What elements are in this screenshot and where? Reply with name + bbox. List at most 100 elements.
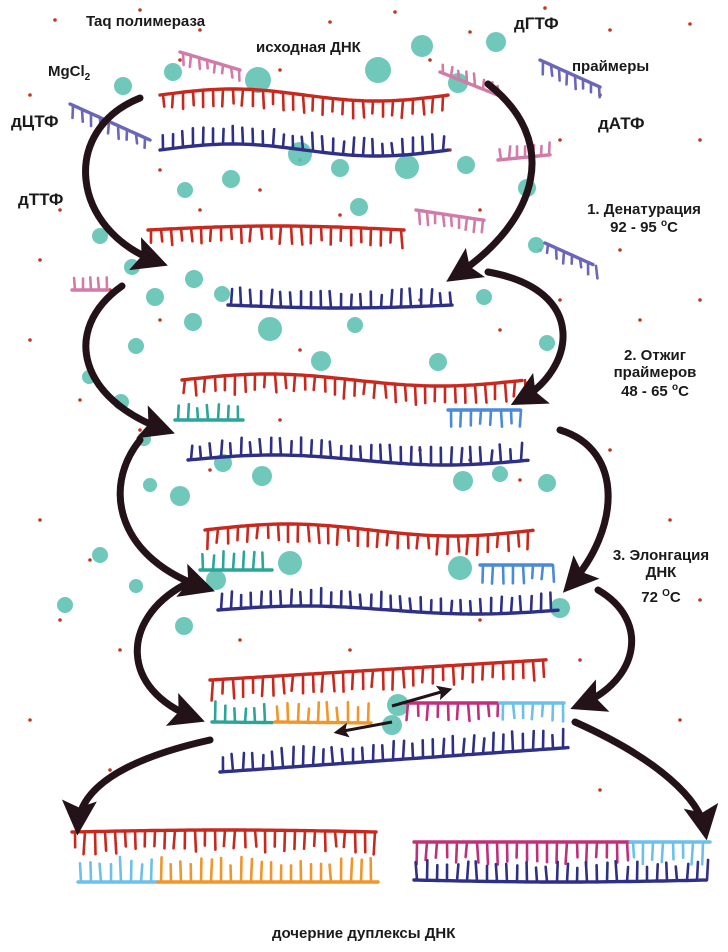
polymerase-blob	[206, 570, 226, 590]
strand-base	[223, 551, 224, 570]
strand-base	[374, 382, 375, 398]
strand-base	[330, 865, 331, 882]
strand-base	[419, 210, 420, 224]
strand-base	[451, 215, 452, 226]
strand-base	[457, 864, 458, 881]
strand-base	[287, 703, 288, 722]
strand-base	[308, 709, 309, 723]
nucleotide-dot	[543, 6, 547, 10]
strand-base	[480, 599, 481, 614]
nucleotide-dot	[38, 518, 42, 522]
strand-base	[616, 861, 617, 881]
strand-base	[520, 410, 521, 427]
polymerase-blob	[331, 159, 349, 177]
strand-base	[527, 531, 528, 549]
strand-base	[322, 97, 323, 114]
dna-strands	[70, 52, 710, 882]
strand-base	[291, 226, 292, 244]
strand-base	[207, 405, 208, 420]
strand-base	[518, 532, 519, 546]
strand-base	[275, 374, 276, 392]
strand-base	[451, 447, 452, 465]
strand-base	[483, 80, 484, 89]
strand-base	[290, 292, 291, 307]
strand-base	[342, 99, 343, 114]
strand-base	[509, 146, 510, 158]
dna-strand	[158, 857, 378, 882]
strand-base	[271, 226, 272, 239]
strand-base	[163, 95, 164, 107]
step3-temperature: 72 OC	[596, 588, 726, 606]
strand-base	[443, 136, 444, 150]
strand-base	[322, 673, 323, 691]
strand-base	[662, 842, 663, 862]
strand-base	[521, 443, 522, 461]
strand-base	[210, 227, 211, 241]
strand-base	[247, 526, 248, 542]
strand-base	[556, 248, 557, 259]
strand-base	[542, 703, 543, 716]
strand-base	[368, 703, 369, 723]
strand-base	[285, 374, 286, 388]
nucleotide-dot	[138, 428, 142, 432]
strand-base	[344, 379, 345, 399]
polymerase-blob	[214, 286, 230, 302]
strand-base	[90, 277, 91, 290]
strand-base	[451, 601, 452, 614]
step2-label: 2. Отжиг праймеров 48 - 65 oC	[600, 347, 710, 400]
strand-base	[233, 679, 234, 699]
strand-base	[511, 598, 512, 613]
nucleotide-dot	[28, 718, 32, 722]
strand-base	[627, 842, 628, 860]
polymerase-blob	[311, 351, 331, 371]
strand-base	[392, 143, 393, 155]
strand-base	[580, 259, 581, 268]
polymerase-blob	[92, 547, 108, 563]
strand-base	[432, 97, 433, 112]
strand-base	[335, 831, 336, 846]
strand-base	[221, 441, 222, 457]
strand-base	[407, 703, 408, 720]
strand-base	[223, 129, 224, 144]
strand-backbone	[212, 722, 272, 723]
strand-base	[350, 592, 351, 608]
primer-blue-extended	[480, 565, 554, 584]
strand-base	[115, 831, 116, 853]
nucleotide-dot	[338, 213, 342, 217]
strand-base	[136, 134, 137, 144]
strand-base	[512, 732, 513, 752]
nucleotide-dot	[558, 298, 562, 302]
denatured-top-strand	[148, 226, 404, 248]
polymerase-blob	[258, 317, 282, 341]
strand-base	[482, 664, 483, 680]
strand-backbone	[545, 243, 593, 265]
strand-base	[195, 830, 196, 851]
strand-base	[301, 226, 302, 244]
strand-base	[460, 410, 461, 426]
cycle-arrow	[580, 590, 632, 705]
nucleotide-dot	[393, 10, 397, 14]
strand-base	[487, 842, 488, 864]
mgcl2-main: MgCl	[48, 63, 85, 80]
dgtp-label: дГТФ	[514, 14, 559, 34]
strand-base	[243, 753, 244, 770]
strand-base	[457, 703, 458, 719]
strand-base	[477, 842, 478, 863]
nucleotide-dot	[298, 348, 302, 352]
strand-base	[473, 735, 474, 754]
polymerase-blob	[143, 478, 157, 492]
template-top-strand	[160, 89, 448, 118]
strand-base	[280, 292, 281, 307]
strand-base	[363, 101, 364, 118]
strand-base	[250, 226, 251, 241]
strand-base	[245, 375, 246, 392]
strand-base	[283, 676, 284, 694]
strand-base	[361, 860, 362, 882]
strand-base	[182, 131, 183, 147]
strand-base	[586, 862, 587, 882]
strand-base	[633, 842, 634, 857]
strand-base	[118, 126, 119, 139]
strand-backbone	[210, 660, 546, 680]
strand-base	[476, 861, 477, 881]
strand-base	[372, 101, 373, 113]
